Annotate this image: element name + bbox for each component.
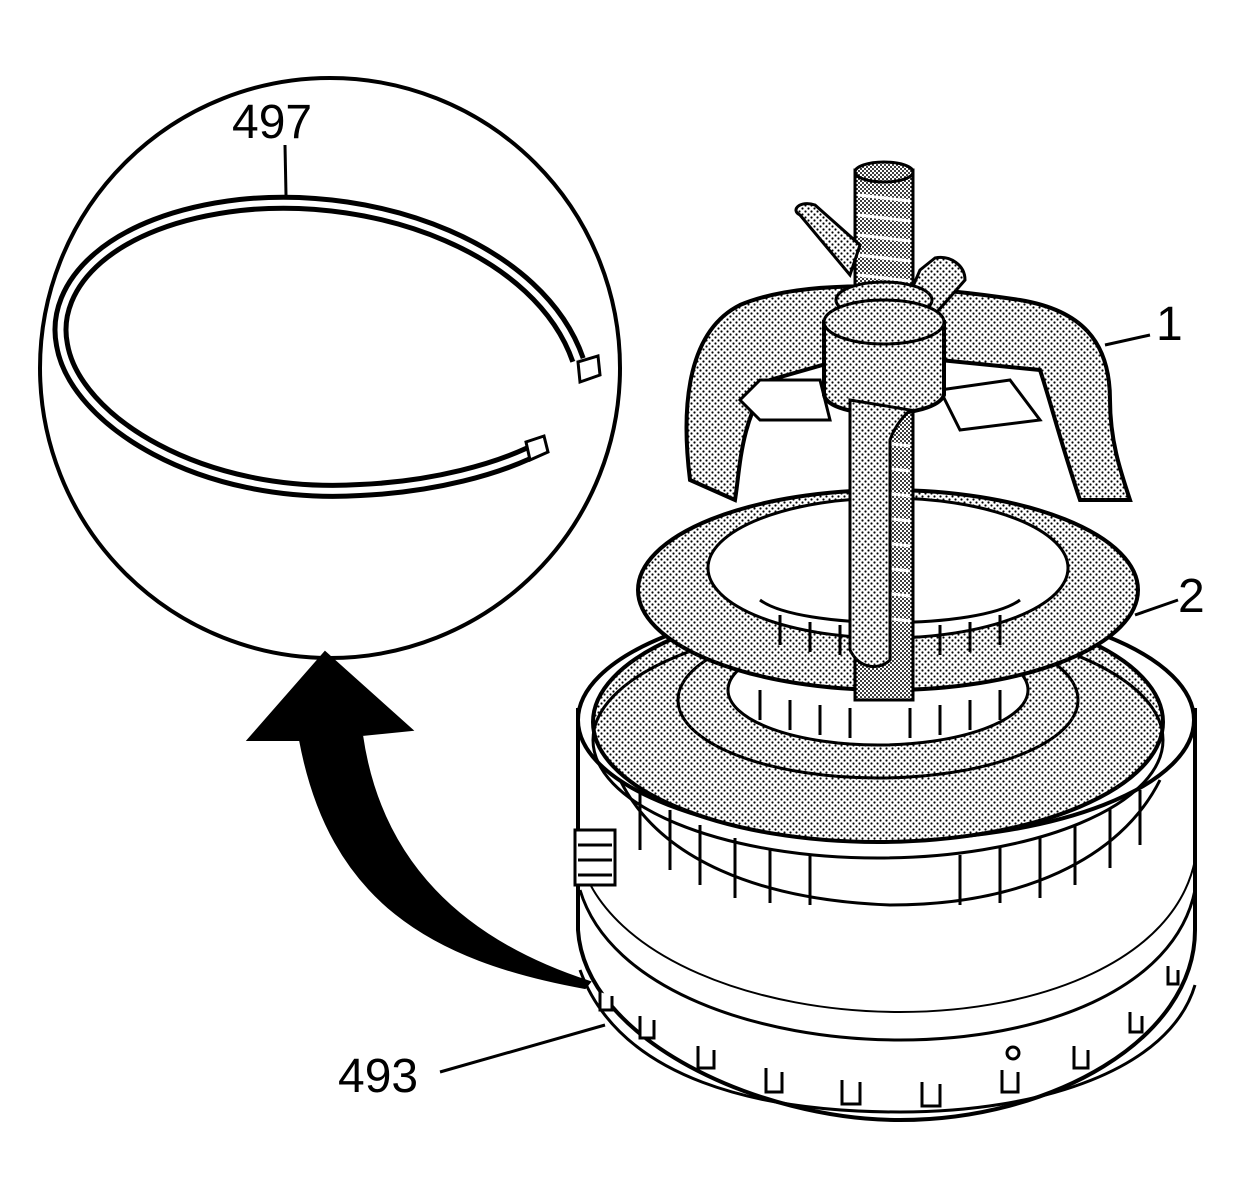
removal-arrow	[245, 650, 592, 990]
leader-493	[439, 1023, 606, 1074]
callout-497: 497	[232, 96, 312, 149]
detail-view	[38, 76, 622, 660]
detail-circle	[38, 76, 622, 660]
clutch-teeth	[573, 779, 1162, 907]
housing-notches	[598, 966, 1180, 1108]
leader-497	[283, 144, 288, 196]
callout-2: 2	[1178, 570, 1205, 623]
callout-1: 1	[1156, 298, 1183, 351]
leader-1	[1104, 333, 1151, 347]
plate-center-teeth	[758, 690, 1002, 738]
spring-compressor-tool	[636, 160, 1151, 702]
callout-493: 493	[338, 1050, 418, 1103]
leader-2	[1134, 598, 1179, 617]
snap-ring	[52, 194, 602, 499]
